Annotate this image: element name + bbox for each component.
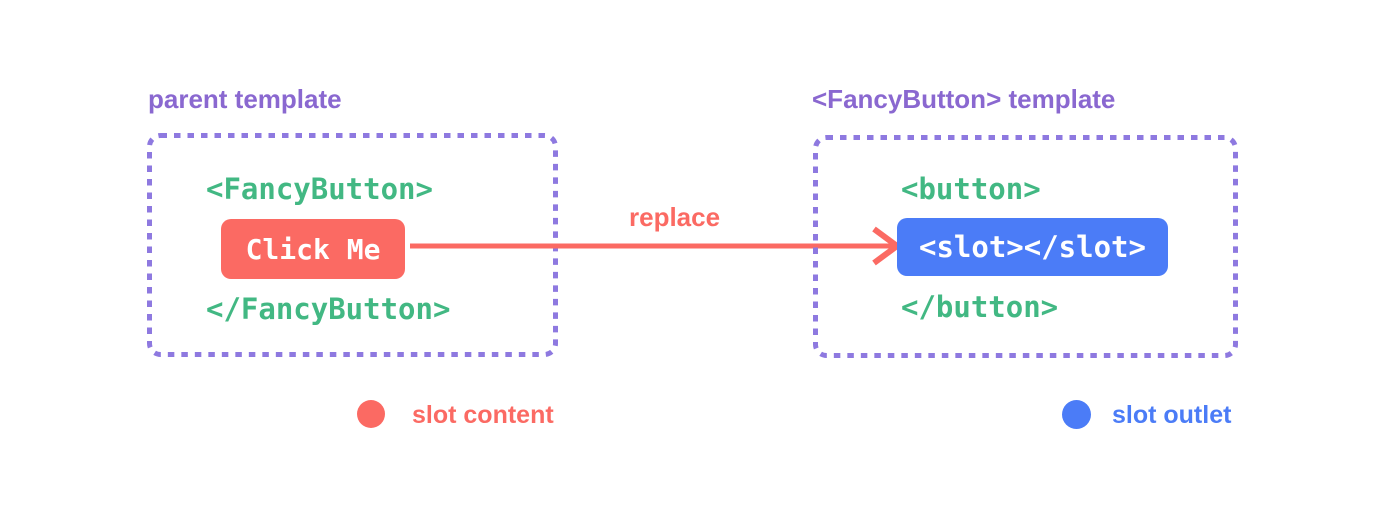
click-me-button: Click Me xyxy=(221,219,405,279)
slot-outlet-legend-label: slot outlet xyxy=(1112,401,1232,429)
fancybutton-open-tag: <FancyButton> xyxy=(206,172,433,206)
slot-content-dot-icon xyxy=(357,400,385,428)
fancybutton-close-tag: </FancyButton> xyxy=(206,292,451,326)
slot-outlet-box: <slot></slot> xyxy=(897,218,1168,276)
dashed-border xyxy=(813,135,1238,358)
click-me-label: Click Me xyxy=(245,232,381,266)
button-close-tag: </button> xyxy=(901,290,1059,324)
fancybutton-template-box xyxy=(813,135,1238,358)
slot-tag-label: <slot></slot> xyxy=(919,230,1146,264)
slot-content-legend-label: slot content xyxy=(412,401,554,429)
slot-outlet-dot-icon xyxy=(1062,400,1091,429)
parent-template-title: parent template xyxy=(148,84,342,114)
button-open-tag: <button> xyxy=(901,172,1041,206)
replace-label: replace xyxy=(629,202,721,232)
fancybutton-template-title: <FancyButton> template xyxy=(812,84,1116,114)
